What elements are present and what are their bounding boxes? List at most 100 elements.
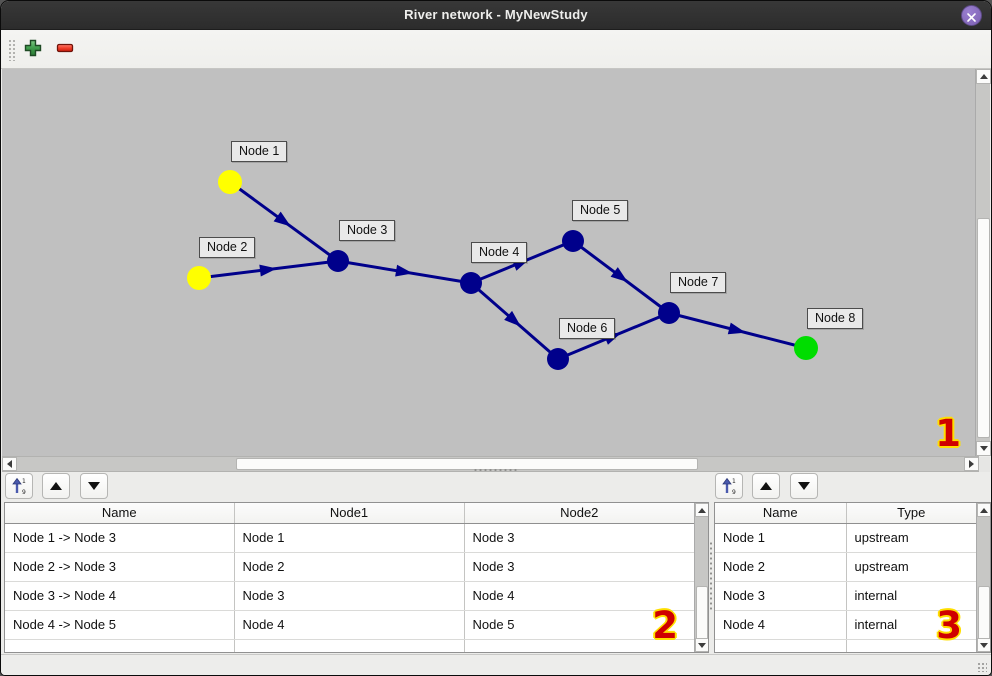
table-cell: Node 4 -> Node 5 [5,610,235,640]
node-label[interactable]: Node 5 [572,200,629,221]
move-down-button[interactable] [79,473,108,499]
column-header-type[interactable]: Type [846,503,976,524]
scroll-thumb[interactable] [978,586,990,640]
horizontal-scroll-thumb[interactable] [236,458,698,470]
table-cell: Node 3 [715,581,847,611]
links-table-toolbar: 1 9 [5,473,113,500]
node-label[interactable]: Node 3 [339,220,396,241]
remove-button[interactable] [53,37,77,61]
move-up-button[interactable] [752,473,781,499]
network-node[interactable] [658,302,680,324]
edge-arrowhead-icon [504,310,521,327]
table-cell [5,639,235,652]
table-cell: Node 3 -> Node 4 [5,581,235,611]
vertical-scroll-thumb[interactable] [977,218,990,438]
node-label[interactable]: Node 1 [231,141,288,162]
nodes-table-header: Name Type [715,503,976,524]
node-label[interactable]: Node 8 [807,308,864,329]
titlebar[interactable]: River network - MyNewStudy [1,1,991,30]
scroll-down-button[interactable] [976,441,991,456]
table-cell: internal [846,610,976,640]
table-cell: Node 4 [234,610,465,640]
links-table-header: Name Node1 Node2 [5,503,694,524]
svg-text:9: 9 [22,489,26,495]
table-cell: Node 3 [464,523,694,553]
network-node[interactable] [547,348,569,370]
node-label[interactable]: Node 7 [670,272,727,293]
window-resize-grip[interactable] [977,662,987,672]
network-node[interactable] [187,266,211,290]
scroll-left-button[interactable] [2,457,17,471]
scroll-down-button[interactable] [977,638,990,652]
table-cell: Node 4 [464,581,694,611]
sort-button[interactable]: 1 9 [5,473,33,499]
scroll-up-button[interactable] [695,503,708,517]
edge-arrowhead-icon [395,264,413,277]
vertical-splitter-handle[interactable] [709,541,713,611]
sort-ascending-icon: 1 9 [722,477,736,495]
column-header-name[interactable]: Name [5,503,235,524]
scrollbar-corner [979,457,990,472]
scroll-up-button[interactable] [977,503,990,517]
table-cell [846,639,976,652]
horizontal-splitter-handle[interactable] [473,468,519,472]
scroll-thumb[interactable] [696,586,708,640]
table-cell: Node 2 [234,552,465,582]
table-cell: Node 2 -> Node 3 [5,552,235,582]
network-node[interactable] [794,336,818,360]
edge-arrowhead-icon [727,322,746,335]
sort-button[interactable]: 1 9 [715,473,743,499]
svg-text:1: 1 [732,478,736,485]
move-down-button[interactable] [789,473,818,499]
node-label[interactable]: Node 2 [199,237,256,258]
network-node[interactable] [327,250,349,272]
scroll-right-button[interactable] [964,457,979,471]
table-cell: Node 1 [234,523,465,553]
network-node[interactable] [562,230,584,252]
nodes-table-toolbar: 1 9 [715,473,823,500]
triangle-up-icon [980,507,988,513]
node-label[interactable]: Node 4 [471,242,528,263]
table-row [715,639,976,652]
toolbar-drag-handle[interactable] [8,39,16,61]
node-label[interactable]: Node 6 [559,318,616,339]
column-header-node1[interactable]: Node1 [234,503,465,524]
canvas-horizontal-scrollbar[interactable] [2,456,979,472]
window-title: River network - MyNewStudy [404,7,588,22]
column-header-node2[interactable]: Node2 [464,503,694,524]
network-node[interactable] [460,272,482,294]
edge-arrowhead-icon [259,264,277,277]
nodes-table-scrollbar[interactable] [976,503,990,652]
close-icon [967,13,976,22]
status-bar [1,654,991,675]
table-cell: upstream [846,552,976,582]
scroll-up-button[interactable] [976,69,991,84]
triangle-up-icon [698,507,706,513]
close-button[interactable] [961,5,982,26]
triangle-right-icon [969,460,974,468]
column-header-name[interactable]: Name [715,503,847,524]
canvas-vertical-scrollbar[interactable] [975,69,991,456]
add-button[interactable] [21,37,45,61]
scroll-down-button[interactable] [695,638,708,652]
links-table-scrollbar[interactable] [694,503,708,652]
table-cell: Node 1 [715,523,847,553]
table-cell [715,639,847,652]
move-up-icon [50,482,63,490]
network-node[interactable] [218,170,242,194]
table-cell [464,639,694,652]
move-up-button[interactable] [42,473,71,499]
